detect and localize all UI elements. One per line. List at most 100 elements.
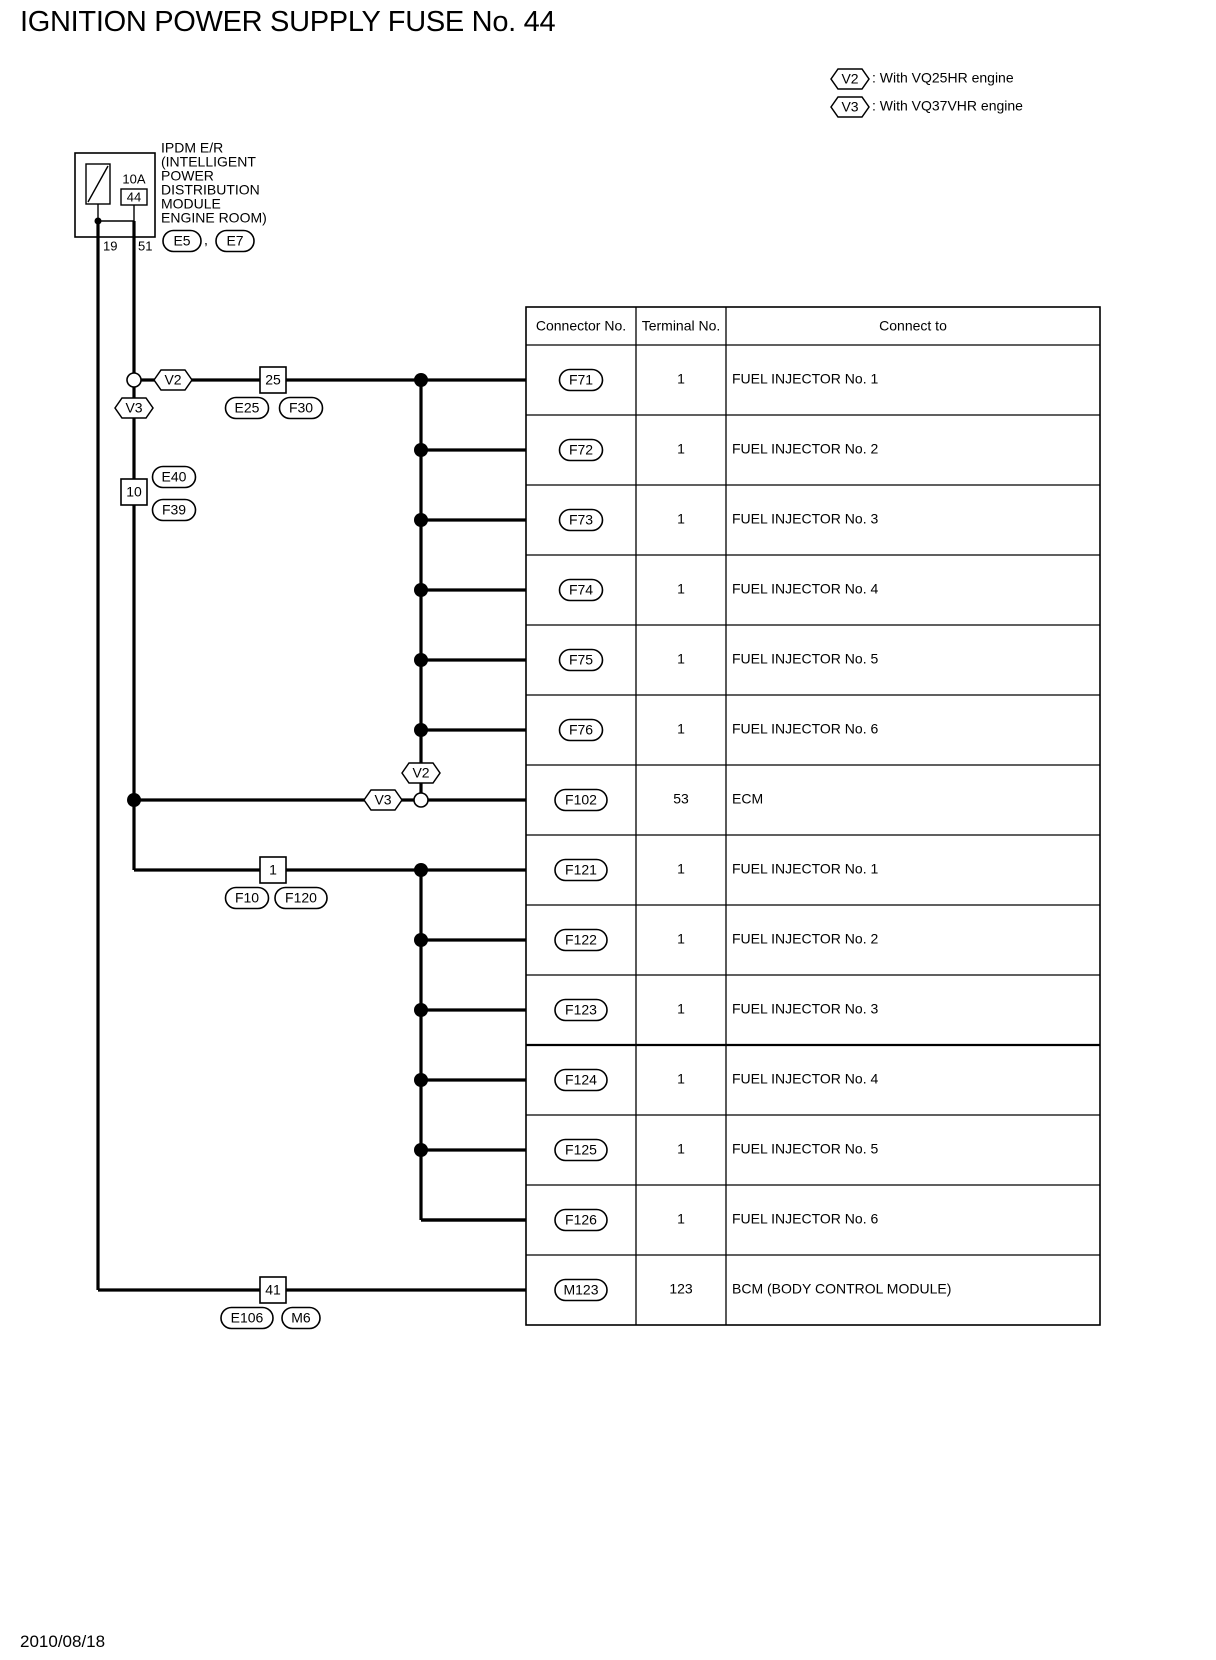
row-connect-to: FUEL INJECTOR No. 4: [732, 581, 878, 597]
connector-f30: F30: [278, 396, 324, 420]
variant-node: [126, 372, 142, 388]
table-row: F71 1 FUEL INJECTOR No. 1: [558, 368, 878, 392]
row-connect-to: FUEL INJECTOR No. 2: [732, 931, 878, 947]
table-frame: [525, 306, 1101, 1326]
connector-oval: [224, 886, 270, 910]
connector-e7: E7: [215, 229, 255, 253]
row-terminal: 53: [673, 791, 689, 807]
junction-10: 10: [120, 478, 148, 506]
splice-dot: [414, 583, 428, 597]
splice-dot: [414, 513, 428, 527]
connector-oval: [554, 858, 608, 882]
row-connector-f74: F74: [558, 578, 604, 602]
connector-f30-label: F30: [289, 400, 313, 416]
splice-dot: [414, 1003, 428, 1017]
connector-sep: ,: [204, 232, 208, 248]
connector-oval: [554, 1068, 608, 1092]
row-connector-f75: F75: [558, 648, 604, 672]
connector-oval: [162, 229, 202, 253]
row-connect-to: FUEL INJECTOR No. 1: [732, 371, 878, 387]
connector-f39: F39: [151, 498, 197, 522]
connector-oval: [558, 368, 604, 392]
ipdm-label-line: DISTRIBUTION: [161, 182, 260, 198]
junction-1-pin: 1: [269, 862, 277, 878]
splice-dot: [127, 793, 141, 807]
row-connect-to: FUEL INJECTOR No. 5: [732, 651, 878, 667]
connector-e7-label: E7: [226, 233, 243, 249]
row-terminal: 1: [677, 441, 685, 457]
connector-oval: [558, 648, 604, 672]
fuse-number: 44: [127, 189, 141, 204]
table-row: F74 1 FUEL INJECTOR No. 4: [558, 578, 878, 602]
legend-text-v3: : With VQ37VHR engine: [872, 98, 1023, 114]
row-terminal: 1: [677, 1001, 685, 1017]
row-connector-f121: F121: [554, 858, 608, 882]
connector-f120-label: F120: [285, 890, 317, 906]
ipdm-label-line: (INTELLIGENT: [161, 154, 256, 170]
variant-hexagon: [830, 68, 870, 90]
row-connector-f123: F123: [554, 998, 608, 1022]
row-connect-to: FUEL INJECTOR No. 3: [732, 511, 878, 527]
splice-dot: [414, 373, 428, 387]
junction-10-pin: 10: [126, 484, 142, 500]
connector-oval: [558, 718, 604, 742]
row-connector-f71-label: F71: [569, 372, 593, 388]
legend-text-v2: : With VQ25HR engine: [872, 70, 1014, 86]
row-connector-f126: F126: [554, 1208, 608, 1232]
connector-oval: [274, 886, 328, 910]
variant-hexagon: [153, 369, 193, 391]
splice-dot: [414, 443, 428, 457]
connector-oval: [151, 465, 197, 489]
legend-tag-v2: V2: [830, 68, 870, 90]
tag-top-v3: V3: [114, 397, 154, 419]
terminal-19: 19: [103, 238, 117, 253]
connector-oval: [554, 1138, 608, 1162]
connector-m6: M6: [281, 1306, 321, 1330]
tag-top-v2-label: V2: [164, 372, 181, 388]
ipdm-label-line: ENGINE ROOM): [161, 210, 267, 226]
row-connect-to: FUEL INJECTOR No. 6: [732, 721, 878, 737]
row-connector-f123-label: F123: [565, 1002, 597, 1018]
row-connector-f121-label: F121: [565, 862, 597, 878]
connector-oval: [215, 229, 255, 253]
row-connect-to: BCM (BODY CONTROL MODULE): [732, 1281, 951, 1297]
row-connector-f72: F72: [558, 438, 604, 462]
connector-oval: [224, 396, 270, 420]
row-connector-f76-label: F76: [569, 722, 593, 738]
fuse-rating: 10A: [122, 171, 145, 186]
connector-e40: E40: [151, 465, 197, 489]
legend-tag-v3-label: V3: [841, 99, 858, 115]
connector-oval: [220, 1306, 274, 1330]
row-terminal: 1: [677, 581, 685, 597]
footer-date: 2010/08/18: [20, 1632, 106, 1651]
row-connector-m123-label: M123: [563, 1282, 598, 1298]
connector-oval: [554, 788, 608, 812]
variant-hexagon: [401, 762, 441, 784]
row-terminal: 123: [669, 1281, 693, 1297]
connector-oval: [151, 498, 197, 522]
splice-dot: [414, 723, 428, 737]
connector-e106-label: E106: [231, 1310, 264, 1326]
connector-f39-label: F39: [162, 502, 186, 518]
table-header-1: Terminal No.: [642, 318, 721, 334]
row-terminal: 1: [677, 371, 685, 387]
row-connect-to: ECM: [732, 791, 763, 807]
connector-f120: F120: [274, 886, 328, 910]
connector-e40-label: E40: [162, 469, 187, 485]
row-connector-f124-label: F124: [565, 1072, 597, 1088]
row-connect-to: FUEL INJECTOR No. 4: [732, 1071, 878, 1087]
tag-ecm-v2-label: V2: [412, 765, 429, 781]
junction-25: 25: [259, 366, 287, 394]
ipdm-label-line: POWER: [161, 168, 214, 184]
row-connector-f71: F71: [558, 368, 604, 392]
tag-ecm-v3-label: V3: [374, 792, 391, 808]
